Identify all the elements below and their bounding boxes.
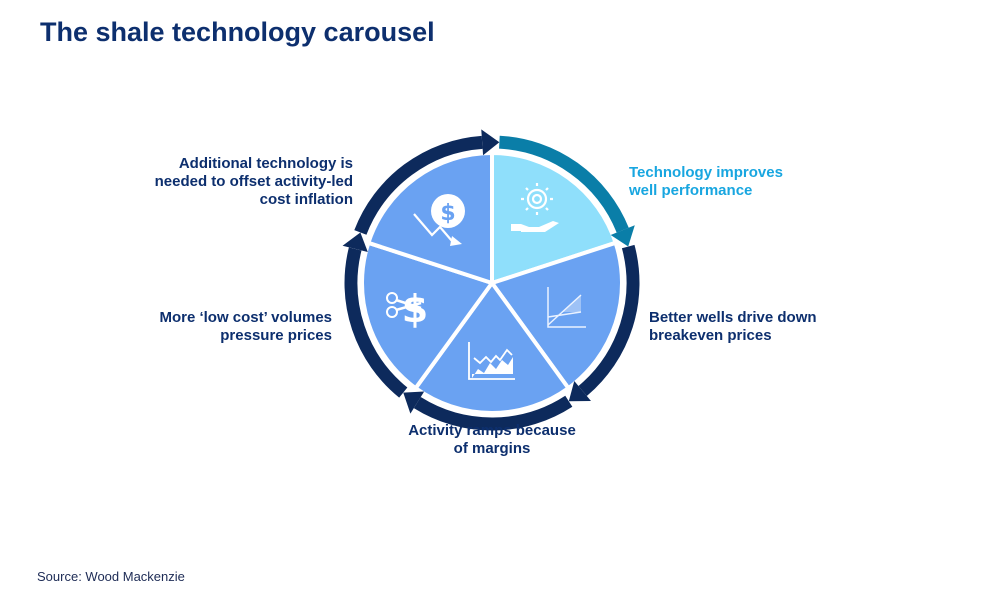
falling-dollar-icon: $: [413, 194, 465, 246]
hand-gear-icon: [511, 183, 559, 232]
cut-dollar-icon: $: [386, 287, 428, 331]
page-title: The shale technology carousel: [40, 17, 435, 47]
cycle-arrow-1: [498, 135, 629, 233]
arrowhead-icon: [481, 129, 500, 156]
activity-chart-icon: [468, 342, 515, 380]
source-note: Source: Wood Mackenzie: [37, 569, 185, 584]
breakeven-chart-icon: [547, 287, 586, 328]
step-label-volumes: More ‘low cost’ volumes pressure prices: [159, 309, 332, 344]
arrowhead-icon: [403, 391, 425, 414]
step-label-activity: Activity ramps because of margins: [408, 422, 576, 457]
cycle-arrow-2: [578, 244, 640, 396]
arrowhead-icon: [610, 225, 635, 247]
cycle-arrow-4: [344, 247, 408, 398]
step-label-technology-inflation: Additional technology is needed to offse…: [154, 155, 353, 208]
segment-1: [490, 150, 619, 286]
segment-3: [412, 279, 572, 415]
svg-text:$: $: [440, 201, 455, 226]
step-label-technology: Technology improves well performance: [629, 164, 783, 199]
segment-4: [360, 240, 496, 391]
arrowhead-icon: [568, 381, 591, 402]
cycle-arrow-3: [413, 395, 573, 431]
segment-5: [365, 150, 494, 286]
svg-text:$: $: [402, 287, 428, 331]
step-label-breakeven: Better wells drive down breakeven prices: [649, 309, 817, 344]
arrowhead-icon: [342, 232, 368, 253]
cycle-arrow-5: [354, 135, 483, 235]
